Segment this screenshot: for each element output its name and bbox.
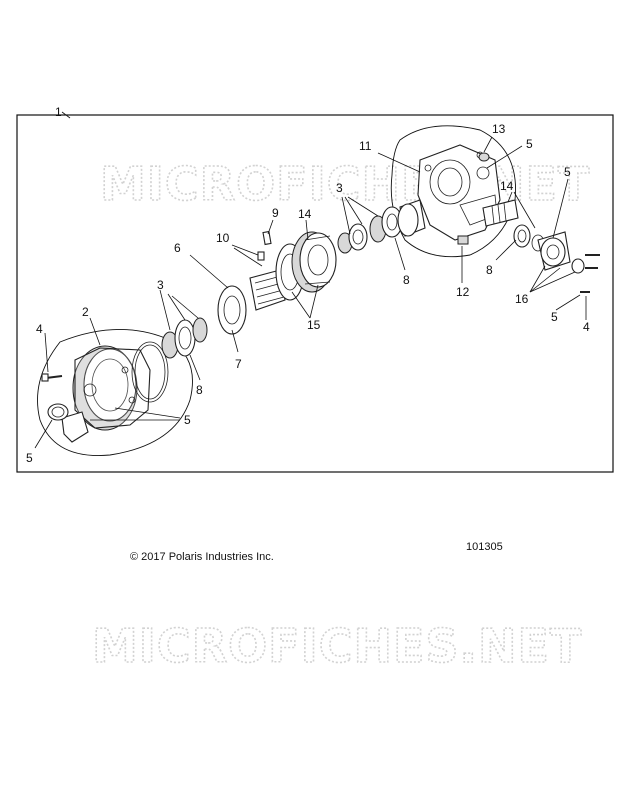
leader-lines xyxy=(34,111,587,449)
watermark-top: MICROFICHES.NET xyxy=(100,157,590,211)
callout-labels: 1 2 3 3 3 4 4 5 5 5 5 5 6 7 8 8 8 9 10 1… xyxy=(26,105,590,465)
callout-9: 9 xyxy=(272,206,279,220)
callout-15: 15 xyxy=(307,318,321,332)
callout-8-right: 8 xyxy=(486,263,493,277)
bracket xyxy=(61,411,89,443)
callout-3-center: 3 xyxy=(336,181,343,195)
bearing-stack-left xyxy=(161,317,208,359)
diagram-number: 101305 xyxy=(466,541,503,553)
callout-12: 12 xyxy=(456,285,470,299)
callout-5-lower-left: 5 xyxy=(26,451,33,465)
bearing-right xyxy=(513,224,531,248)
callout-4-left: 4 xyxy=(36,322,43,336)
pinion-shaft xyxy=(482,199,519,227)
main-case-group-outline xyxy=(390,125,516,258)
o-ring-top xyxy=(476,166,490,180)
callout-7: 7 xyxy=(235,357,242,371)
callout-11: 11 xyxy=(359,139,372,153)
callout-3-left: 3 xyxy=(157,278,164,292)
callout-5-lower-right: 5 xyxy=(551,310,558,324)
seal-lower-left xyxy=(47,403,69,421)
output-cover xyxy=(537,231,571,271)
callout-5-right: 5 xyxy=(564,165,571,179)
callout-4-right: 4 xyxy=(583,320,590,334)
callout-5-top: 5 xyxy=(526,137,533,151)
callout-1: 1 xyxy=(55,105,62,119)
callout-16: 16 xyxy=(515,292,529,306)
clutch-basket xyxy=(291,231,337,293)
callout-13: 13 xyxy=(492,122,506,136)
callout-14-right: 14 xyxy=(500,179,514,193)
callout-2: 2 xyxy=(82,305,89,319)
callout-6: 6 xyxy=(174,241,181,255)
callout-8-left: 8 xyxy=(196,383,203,397)
front-cover-housing xyxy=(72,345,151,431)
pin xyxy=(262,230,272,246)
watermark-bottom: MICROFICHES.NET xyxy=(92,619,582,673)
bolts-right xyxy=(580,254,600,293)
seal-outer xyxy=(571,258,585,274)
callout-10: 10 xyxy=(216,231,230,245)
fill-plug xyxy=(478,152,490,162)
copyright-text: © 2017 Polaris Industries Inc. xyxy=(130,551,274,563)
o-ring-left xyxy=(131,341,169,403)
callout-5-left: 5 xyxy=(184,413,191,427)
bearing-stack-center xyxy=(337,206,403,254)
diagram-frame xyxy=(16,114,614,473)
clutch-plate xyxy=(217,285,247,335)
housing-group-outline xyxy=(37,329,193,456)
bolt-left xyxy=(41,373,63,382)
callout-8-center: 8 xyxy=(403,273,410,287)
drain-plug xyxy=(457,235,469,245)
callout-14-center: 14 xyxy=(298,207,312,221)
outer-race xyxy=(397,199,426,237)
